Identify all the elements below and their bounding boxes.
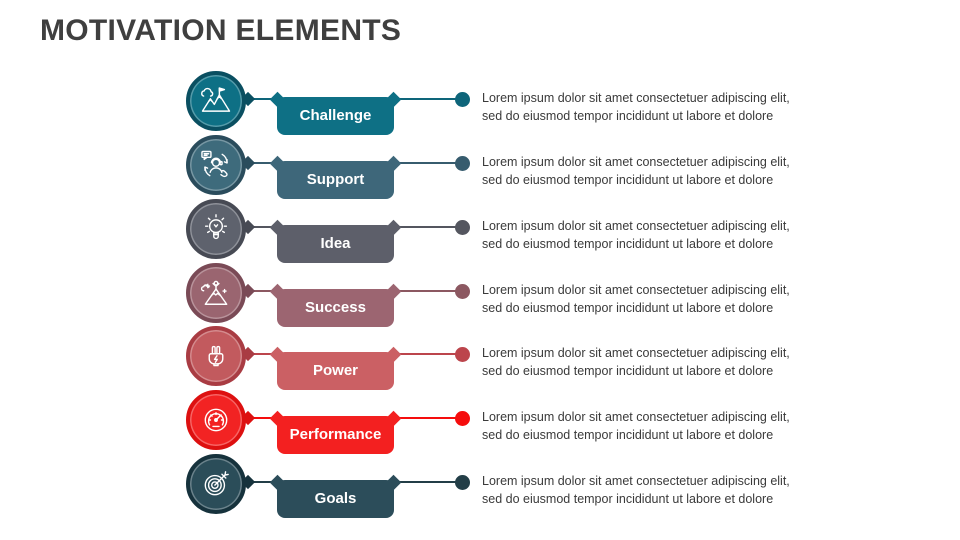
row-goals: Goals Lorem ipsum dolor sit amet consect… — [0, 454, 960, 518]
target-dart-icon — [198, 466, 234, 502]
connector-line — [392, 97, 463, 101]
label-box-performance: Performance — [277, 415, 394, 454]
description-line: sed do eiusmod tempor incididunt ut labo… — [482, 427, 774, 442]
label-text: Success — [305, 299, 366, 316]
description-line: Lorem ipsum dolor sit amet consectetuer … — [482, 155, 790, 169]
slide-title: MOTIVATION ELEMENTS — [40, 14, 402, 47]
description-text: Lorem ipsum dolor sit amet consectetuer … — [482, 409, 832, 444]
mountain-achievement-icon — [198, 275, 234, 311]
description-line: sed do eiusmod tempor incididunt ut labo… — [482, 108, 774, 123]
connector-dot — [455, 155, 470, 171]
mountain-flag-icon — [198, 83, 234, 119]
power-plug-icon — [198, 338, 234, 374]
description-line: sed do eiusmod tempor incididunt ut labo… — [482, 236, 774, 251]
label-box-idea: Idea — [277, 224, 394, 263]
row-idea: Idea Lorem ipsum dolor sit amet consecte… — [0, 199, 960, 263]
challenge-icon-circle — [186, 71, 246, 131]
label-box-success: Success — [277, 288, 394, 327]
connector-line — [247, 480, 278, 484]
success-icon-circle — [186, 263, 246, 323]
row-support: Support Lorem ipsum dolor sit amet conse… — [0, 135, 960, 199]
connector-line — [392, 161, 463, 165]
description-line: sed do eiusmod tempor incididunt ut labo… — [482, 172, 774, 187]
connector-line — [392, 289, 463, 293]
support-icon-circle — [186, 135, 246, 195]
connector-line — [392, 416, 463, 420]
label-text: Challenge — [299, 107, 372, 124]
row-performance: Performance Lorem ipsum dolor sit amet c… — [0, 390, 960, 454]
connector-line — [247, 289, 278, 293]
connector-line — [392, 225, 463, 229]
label-box-support: Support — [277, 160, 394, 199]
row-power: Power Lorem ipsum dolor sit amet consect… — [0, 326, 960, 390]
description-line: sed do eiusmod tempor incididunt ut labo… — [482, 300, 774, 315]
description-text: Lorem ipsum dolor sit amet consectetuer … — [482, 345, 832, 380]
connector-dot — [455, 410, 470, 426]
description-text: Lorem ipsum dolor sit amet consectetuer … — [482, 218, 832, 253]
lightbulb-icon — [198, 211, 234, 247]
connector-line — [247, 97, 278, 101]
connector-dot — [455, 219, 470, 235]
description-line: Lorem ipsum dolor sit amet consectetuer … — [482, 91, 790, 105]
goals-icon-circle — [186, 454, 246, 514]
description-line: sed do eiusmod tempor incididunt ut labo… — [482, 363, 774, 378]
description-text: Lorem ipsum dolor sit amet consectetuer … — [482, 90, 832, 125]
description-line: Lorem ipsum dolor sit amet consectetuer … — [482, 346, 790, 360]
description-line: sed do eiusmod tempor incididunt ut labo… — [482, 491, 774, 506]
speedometer-icon — [198, 402, 234, 438]
connector-dot — [455, 91, 470, 107]
connector-line — [247, 352, 278, 356]
description-line: Lorem ipsum dolor sit amet consectetuer … — [482, 219, 790, 233]
label-box-goals: Goals — [277, 479, 394, 518]
description-line: Lorem ipsum dolor sit amet consectetuer … — [482, 474, 790, 488]
label-text: Idea — [320, 235, 351, 252]
label-text: Support — [306, 171, 365, 188]
description-line: Lorem ipsum dolor sit amet consectetuer … — [482, 283, 790, 297]
label-text: Goals — [314, 490, 357, 507]
connector-line — [392, 352, 463, 356]
connector-dot — [455, 283, 470, 299]
description-text: Lorem ipsum dolor sit amet consectetuer … — [482, 282, 832, 317]
power-icon-circle — [186, 326, 246, 386]
label-box-challenge: Challenge — [277, 96, 394, 135]
row-challenge: Challenge Lorem ipsum dolor sit amet con… — [0, 71, 960, 135]
connector-line — [392, 480, 463, 484]
customer-support-icon — [198, 147, 234, 183]
label-text: Power — [312, 362, 358, 379]
label-text: Performance — [289, 426, 382, 443]
connector-dot — [455, 474, 470, 490]
row-success: Success Lorem ipsum dolor sit amet conse… — [0, 263, 960, 327]
performance-icon-circle — [186, 390, 246, 450]
idea-icon-circle — [186, 199, 246, 259]
description-text: Lorem ipsum dolor sit amet consectetuer … — [482, 154, 832, 189]
connector-dot — [455, 346, 470, 362]
connector-line — [247, 161, 278, 165]
connector-line — [247, 225, 278, 229]
label-box-power: Power — [277, 351, 394, 390]
connector-line — [247, 416, 278, 420]
description-text: Lorem ipsum dolor sit amet consectetuer … — [482, 473, 832, 508]
description-line: Lorem ipsum dolor sit amet consectetuer … — [482, 410, 790, 424]
